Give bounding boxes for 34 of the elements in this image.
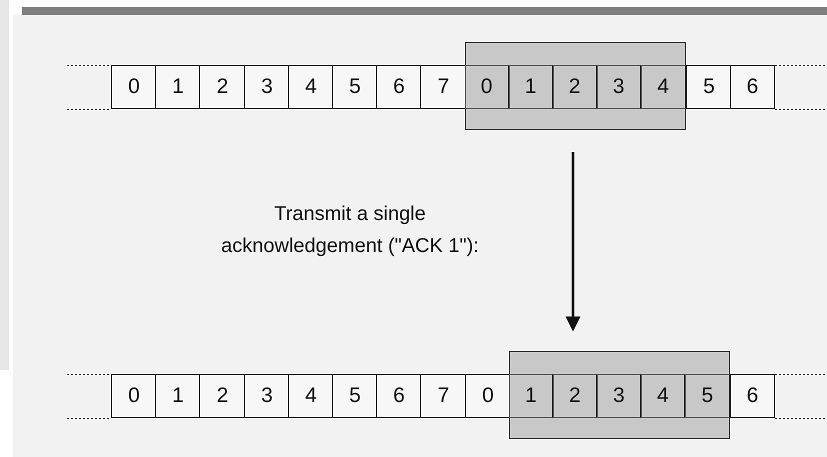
sequence-number-cell: 4 — [640, 374, 685, 418]
sequence-number-cell: 2 — [552, 64, 597, 108]
sequence-number-cell: 2 — [552, 374, 597, 418]
sequence-number-cell: 4 — [288, 65, 333, 109]
sequence-number-cell: 3 — [596, 64, 641, 108]
sequence-number-cell: 2 — [199, 65, 245, 109]
sequence-number-cell: 4 — [288, 374, 333, 418]
sequence-number-cell: 5 — [332, 374, 377, 418]
sequence-number-cell: 5 — [332, 65, 377, 109]
sequence-number-cell: 1 — [155, 65, 200, 109]
sequence-number-cell: 4 — [640, 64, 686, 108]
sequence-number-cell: 0 — [111, 374, 156, 418]
sequence-number-cell: 6 — [376, 374, 421, 418]
sequence-number-cell: 7 — [420, 65, 466, 109]
sequence-number-cell: 0 — [465, 374, 510, 418]
sequence-number-cell: 3 — [244, 65, 289, 109]
sequence-number-cell: 0 — [111, 65, 156, 109]
arrow — [566, 152, 580, 332]
sequence-number-cell: 3 — [244, 374, 289, 418]
sequence-number-cell: 1 — [508, 64, 553, 108]
caption-text: Transmit a single acknowledgement ("ACK 1"): — [220, 202, 480, 259]
sequence-number-cell: 3 — [596, 374, 641, 418]
window-frame — [464, 42, 686, 130]
sequence-number-cell: 2 — [199, 374, 245, 418]
sequence-number-cell: 1 — [508, 374, 553, 418]
sequence-number-cell: 5 — [686, 65, 731, 109]
sequence-number-cell: 6 — [376, 65, 421, 109]
sequence-number-cell: 0 — [464, 64, 509, 108]
window-frame — [508, 351, 730, 439]
sequence-number-cell: 1 — [155, 374, 200, 418]
sequence-number-cell: 7 — [420, 374, 466, 418]
sequence-number-cell: 6 — [730, 65, 775, 109]
sequence-number-cell: 5 — [684, 374, 730, 418]
sequence-number-cell: 6 — [730, 374, 775, 418]
